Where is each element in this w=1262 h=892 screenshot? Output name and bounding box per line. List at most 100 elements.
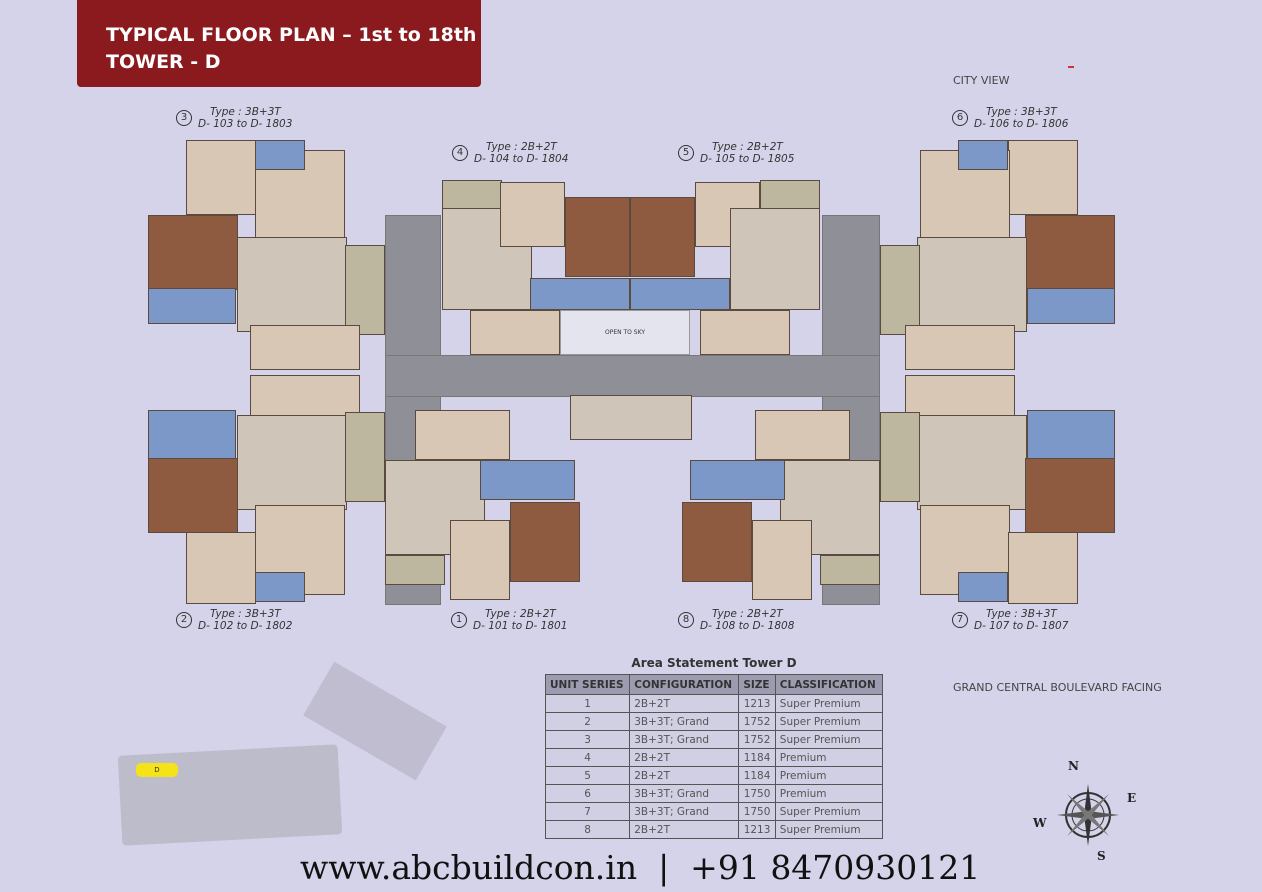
table-cell: 1184 (738, 766, 776, 785)
unit-range: D- 106 to D- 1806 (974, 118, 1069, 130)
site-plot (117, 744, 343, 846)
living-dining (730, 208, 820, 310)
balcony (385, 555, 445, 585)
unit-range: D- 102 to D- 1802 (198, 620, 293, 632)
balcony (442, 180, 502, 210)
toilet (1027, 410, 1115, 460)
master-bedroom (148, 215, 238, 290)
table-cell: 1750 (738, 784, 776, 803)
master-bedroom (630, 197, 695, 277)
unit-type: Type : 2B+2T (485, 608, 556, 620)
unit-number: 5 (678, 145, 694, 161)
table-cell: Super Premium (774, 694, 884, 713)
bedroom (1008, 532, 1078, 604)
page-title-banner: TYPICAL FLOOR PLAN – 1st to 18th TOWER -… (77, 0, 481, 87)
balcony (345, 412, 385, 502)
table-cell: 2 (544, 712, 631, 731)
table-cell: Super Premium (774, 820, 884, 839)
table-cell: 2B+2T (629, 820, 740, 839)
master-bedroom (510, 502, 580, 582)
column-header: CLASSIFICATION (774, 674, 884, 695)
kitchen (415, 410, 510, 460)
living-dining (237, 415, 347, 510)
unit-number: 8 (678, 612, 694, 628)
unit-number: 4 (452, 145, 468, 161)
kitchen (905, 375, 1015, 420)
bedroom (1008, 140, 1078, 215)
title-line-1: TYPICAL FLOOR PLAN – 1st to 18th (106, 24, 477, 46)
table-cell: Premium (774, 766, 884, 785)
unit-number: 3 (176, 110, 192, 126)
bedroom (186, 532, 256, 604)
bedroom (450, 520, 510, 600)
boulevard-label: GRAND CENTRAL BOULEVARD FACING (953, 681, 1162, 694)
column-header: SIZE (738, 674, 776, 695)
lift-lobby (570, 395, 692, 440)
table-cell: 1752 (738, 712, 776, 731)
table-cell: 1213 (738, 694, 776, 713)
master-bedroom (1025, 215, 1115, 290)
toilet (148, 410, 236, 460)
city-view-label: CITY VIEW (953, 74, 1010, 87)
kitchen (905, 325, 1015, 370)
unit-type: Type : 2B+2T (712, 608, 783, 620)
toilet (148, 288, 236, 324)
living-dining (917, 237, 1027, 332)
table-cell: Premium (774, 748, 884, 767)
table-cell: 3B+3T; Grand (629, 802, 740, 821)
table-cell: 6 (544, 784, 631, 803)
table-cell: Super Premium (774, 802, 884, 821)
table-cell: 4 (544, 748, 631, 767)
master-bedroom (148, 458, 238, 533)
toilet (530, 278, 630, 310)
table-cell: 1184 (738, 748, 776, 767)
contact-footer: www.abcbuildcon.in | +91 8470930121 (300, 848, 981, 887)
unit-number: 2 (176, 612, 192, 628)
unit-range: D- 103 to D- 1803 (198, 118, 293, 130)
toilet (1027, 288, 1115, 324)
bedroom (500, 182, 565, 247)
toilet (958, 140, 1008, 170)
unit-type: Type : 3B+3T (210, 608, 281, 620)
unit-type: Type : 2B+2T (712, 141, 783, 153)
unit-range: D- 107 to D- 1807 (974, 620, 1069, 632)
table-cell: 2B+2T (629, 766, 740, 785)
compass-n: N (1068, 759, 1079, 773)
unit-number: 7 (952, 612, 968, 628)
table-cell: Super Premium (774, 712, 884, 731)
unit-type: Type : 3B+3T (986, 608, 1057, 620)
toilet (480, 460, 575, 500)
corridor (385, 355, 880, 397)
table-cell: 1750 (738, 802, 776, 821)
unit-type: Type : 3B+3T (210, 106, 281, 118)
kitchen (470, 310, 560, 355)
unit-number: 6 (952, 110, 968, 126)
toilet (958, 572, 1008, 602)
table-cell: 3B+3T; Grand (629, 712, 740, 731)
unit-range: D- 105 to D- 1805 (700, 153, 795, 165)
bedroom (186, 140, 256, 215)
table-cell: 3B+3T; Grand (629, 730, 740, 749)
title-line-2: TOWER - D (106, 51, 221, 73)
master-bedroom (682, 502, 752, 582)
column-header: UNIT SERIES (544, 674, 631, 695)
master-bedroom (565, 197, 630, 277)
balcony (880, 412, 920, 502)
table-cell: 3B+3T; Grand (629, 784, 740, 803)
toilet (630, 278, 730, 310)
